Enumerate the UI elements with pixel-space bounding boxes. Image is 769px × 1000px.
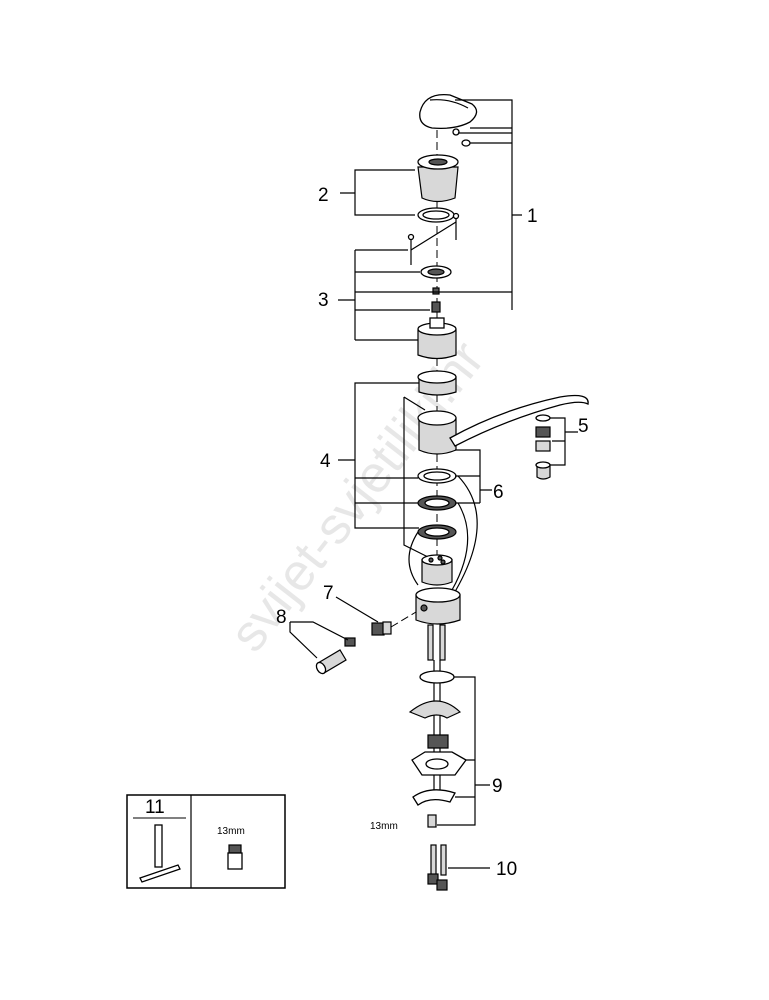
bracket-9 <box>437 676 490 826</box>
aerator <box>535 414 551 480</box>
tool-key-icon <box>139 824 181 883</box>
wrench-size-label: 13mm <box>370 821 398 832</box>
label-3: 3 <box>318 290 329 311</box>
bracket-5 <box>550 417 578 466</box>
lever-handle <box>419 93 478 147</box>
diverter <box>315 621 392 675</box>
label-5: 5 <box>578 416 589 437</box>
socket-size-label: 13mm <box>217 826 245 837</box>
bracket-3 <box>338 221 512 341</box>
label-6: 6 <box>493 482 504 503</box>
label-10: 10 <box>496 859 517 880</box>
socket-icon <box>227 844 243 870</box>
axis-7 <box>390 611 417 628</box>
bracket-1 <box>455 99 522 310</box>
label-11: 11 <box>145 797 165 818</box>
label-4: 4 <box>320 451 331 472</box>
cover-cap <box>417 154 459 223</box>
label-8: 8 <box>276 607 287 628</box>
label-1: 1 <box>527 206 538 227</box>
bracket-6 <box>403 396 492 559</box>
bracket-2 <box>340 169 415 216</box>
flexible-hoses <box>427 844 448 891</box>
bracket-4 <box>338 382 419 529</box>
label-2: 2 <box>318 185 329 206</box>
bracket-7-8 <box>289 596 379 659</box>
label-9: 9 <box>492 776 503 797</box>
cartridge-set <box>407 212 460 360</box>
tool-box: 11 13mm <box>126 794 286 889</box>
mounting-kit <box>408 670 467 828</box>
label-7: 7 <box>323 583 334 604</box>
mixer-body <box>415 554 461 625</box>
